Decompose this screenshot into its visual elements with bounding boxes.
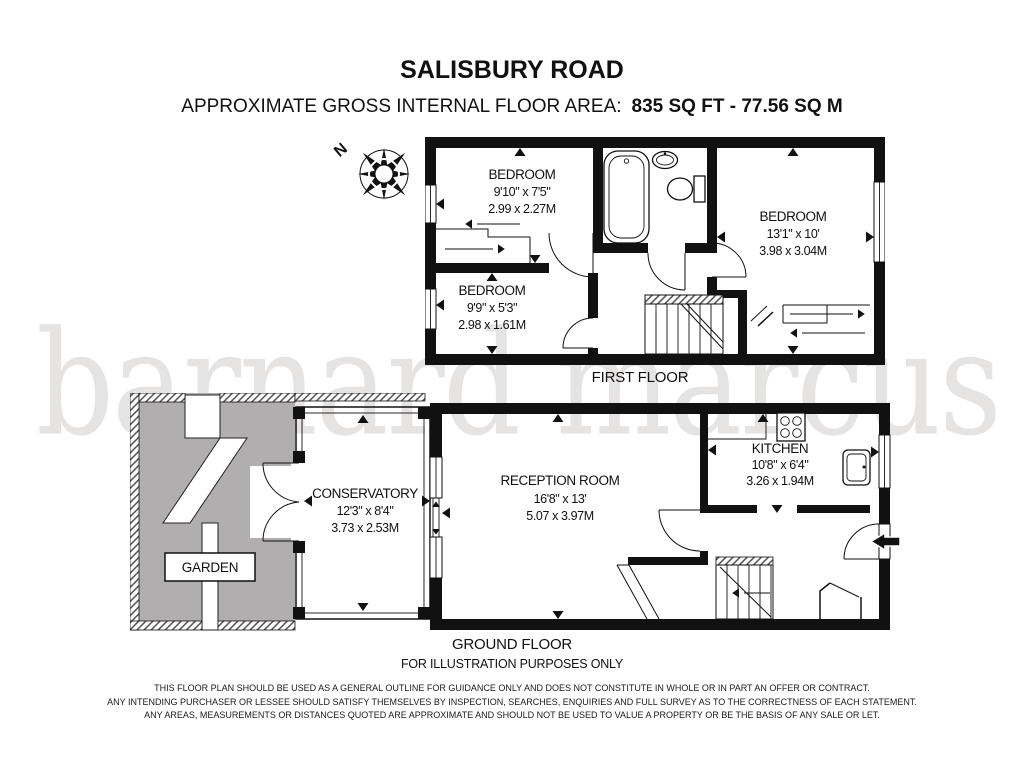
understairs-bulkhead xyxy=(616,564,660,620)
ground-floor-caption: GROUND FLOOR xyxy=(451,636,573,653)
garden-gate-path xyxy=(184,394,221,439)
hall-closet xyxy=(819,582,862,619)
garden-path-diagonal xyxy=(162,437,248,524)
floor-area-label: APPROXIMATE GROSS INTERNAL FLOOR AREA: xyxy=(181,96,622,117)
disclaimer-line-2: ANY INTENDING PURCHASER OR LESSEE SHOULD… xyxy=(107,696,917,707)
staircase xyxy=(644,294,724,355)
room-dims-metric: 3.73 x 2.53M xyxy=(331,521,398,535)
garden-area: GARDEN xyxy=(130,393,426,631)
room-label-conservatory: CONSERVATORY 12'3" x 8'4" 3.73 x 2.53M xyxy=(312,486,419,535)
room-dims-metric: 2.99 x 2.27M xyxy=(488,202,555,216)
compass-inner-ring xyxy=(368,158,400,190)
page-title: SALISBURY ROAD xyxy=(400,56,624,84)
room-name: BEDROOM xyxy=(459,283,526,298)
first-floor-windows xyxy=(425,181,885,330)
kitchen-sink-icon xyxy=(842,449,871,486)
door-swing-area xyxy=(250,466,296,538)
toilet-icon xyxy=(666,175,706,203)
bathtub-icon xyxy=(603,150,650,244)
room-name: RECEPTION ROOM xyxy=(501,473,620,488)
ground-floor-plan: GARDEN xyxy=(130,393,900,631)
room-label-kitchen: KITCHEN 10'8" x 6'4" 3.26 x 1.94M xyxy=(746,441,814,488)
ground-staircase xyxy=(715,556,774,620)
room-label-bedroom-small: BEDROOM 9'9" x 5'3" 2.98 x 1.61M xyxy=(458,283,526,332)
disclaimer-line-3: ANY AREAS, MEASUREMENTS OR DISTANCES QUO… xyxy=(144,710,880,720)
ground-floor-interior-walls xyxy=(628,414,870,565)
conservatory-double-doors xyxy=(262,462,300,542)
disclaimer: THIS FLOOR PLAN SHOULD BE USED AS A GENE… xyxy=(0,682,1024,723)
disclaimer-line-1: THIS FLOOR PLAN SHOULD BE USED AS A GENE… xyxy=(154,683,870,693)
ground-floor-windows xyxy=(429,434,891,579)
room-label-bedroom-front: BEDROOM 9'10" x 7'5" 2.99 x 2.27M xyxy=(488,167,556,216)
hob-icon xyxy=(776,412,806,442)
entrance-arrow-icon xyxy=(869,531,900,552)
room-dims-metric: 3.98 x 3.04M xyxy=(759,244,826,258)
room-dims-imperial: 12'3" x 8'4" xyxy=(337,504,394,518)
compass-hub xyxy=(375,165,393,183)
first-floor-interior-walls xyxy=(436,148,747,354)
stair-bulkhead-steps xyxy=(436,219,531,263)
room-name: KITCHEN xyxy=(752,441,808,456)
floor-area-line: APPROXIMATE GROSS INTERNAL FLOOR AREA: 83… xyxy=(0,96,1024,118)
garden-label: GARDEN xyxy=(182,560,239,575)
basin-icon xyxy=(651,150,679,170)
room-dims-imperial: 13'1" x 10' xyxy=(767,227,820,241)
first-floor-doors xyxy=(548,232,747,349)
ground-floor-outer-walls xyxy=(430,403,890,630)
illustration-note: FOR ILLUSTRATION PURPOSES ONLY xyxy=(400,657,624,671)
room-dims-imperial: 9'10" x 7'5" xyxy=(494,185,551,199)
compass-rose-icon: N xyxy=(331,140,410,200)
first-floor-plan: BEDROOM 9'10" x 7'5" 2.99 x 2.27M BEDROO… xyxy=(425,137,885,365)
garden-fence-hatching xyxy=(130,393,426,631)
room-dims-imperial: 10'8" x 6'4" xyxy=(752,458,809,472)
floor-area-value: 835 SQ FT - 77.56 SQ M xyxy=(631,96,843,117)
room-dims-metric: 5.07 x 3.97M xyxy=(526,509,593,523)
room-dims-imperial: 16'8" x 13' xyxy=(534,492,587,506)
room-label-bedroom-rear: BEDROOM 13'1" x 10' 3.98 x 3.04M xyxy=(759,209,827,258)
room-label-reception: RECEPTION ROOM 16'8" x 13' 5.07 x 3.97M xyxy=(501,473,620,523)
first-floor-caption: FIRST FLOOR xyxy=(591,369,689,386)
north-label: N xyxy=(331,140,351,160)
conservatory-structure xyxy=(262,406,431,620)
room-name: BEDROOM xyxy=(760,209,827,224)
room-dims-metric: 2.98 x 1.61M xyxy=(458,318,525,332)
room-dims-imperial: 9'9" x 5'3" xyxy=(467,301,517,315)
room-dims-metric: 3.26 x 1.94M xyxy=(746,474,813,488)
room-name: CONSERVATORY xyxy=(312,486,418,501)
garden-label-box: GARDEN xyxy=(164,552,256,582)
room-name: BEDROOM xyxy=(489,167,556,182)
kitchen-counter xyxy=(708,414,767,440)
bedroom2-corner-steps xyxy=(750,304,870,338)
